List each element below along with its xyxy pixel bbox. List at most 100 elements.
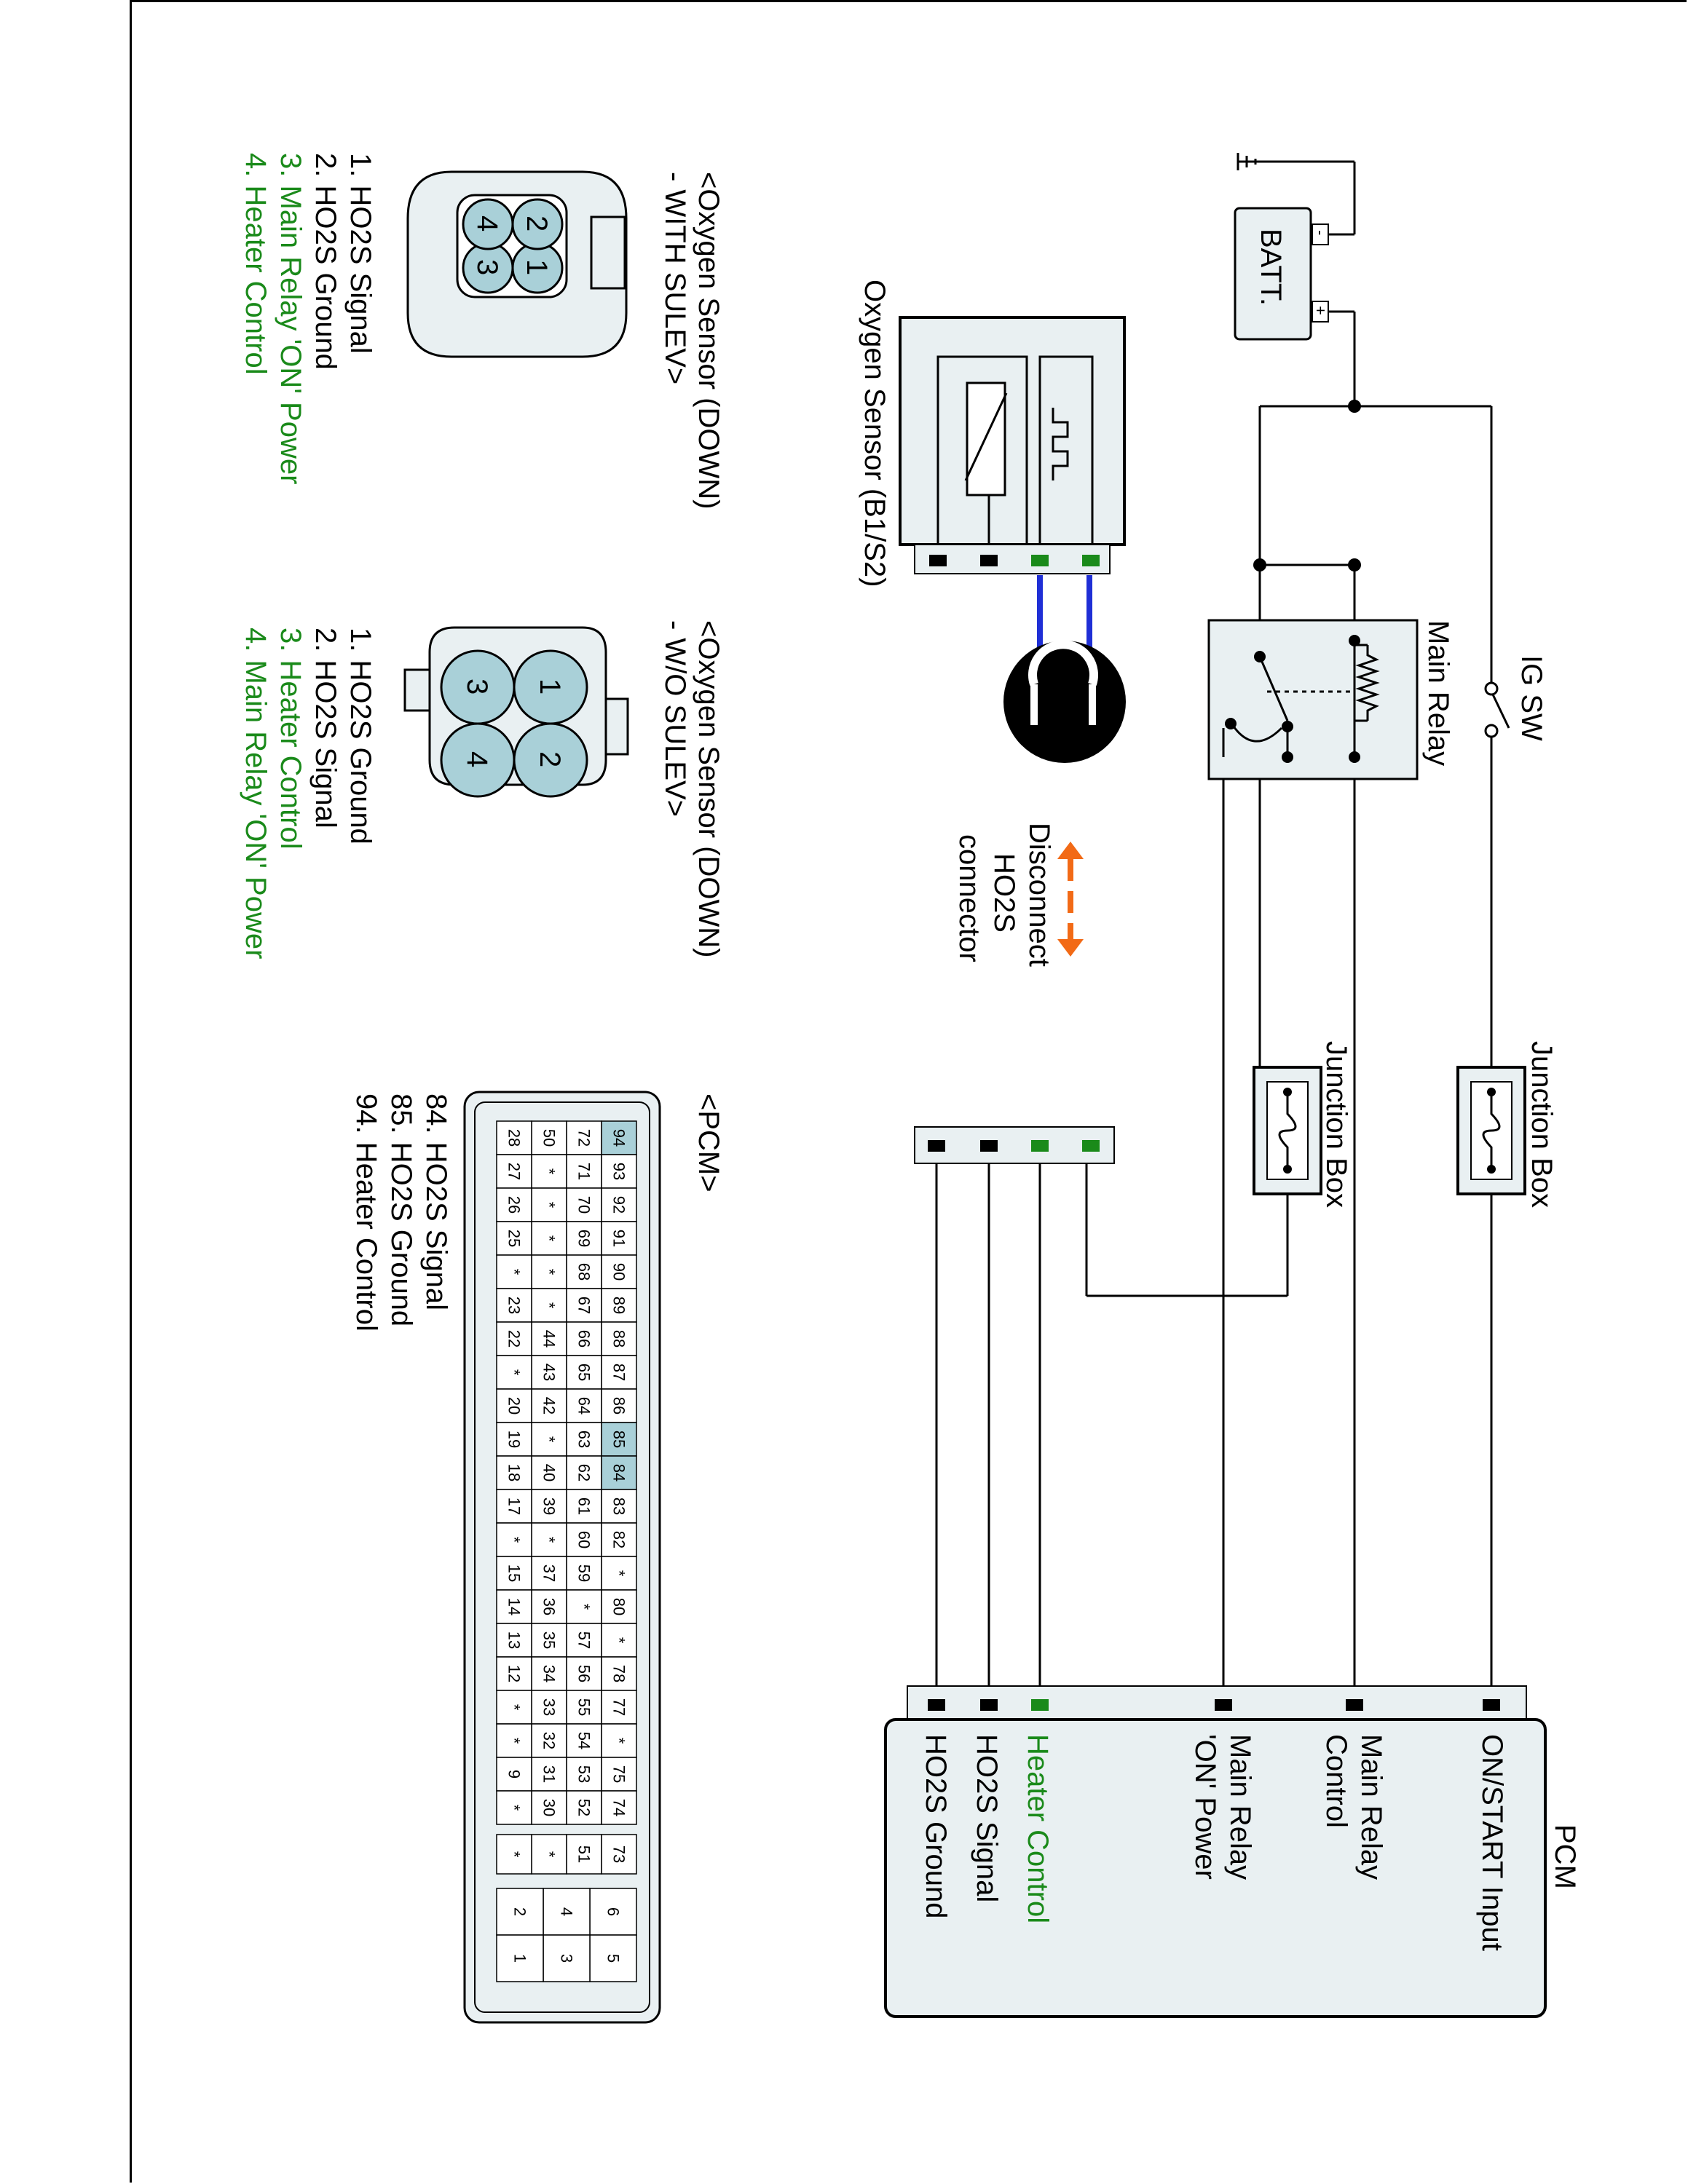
pcm-pin-label: 22: [505, 1330, 524, 1348]
pcm-pin-label: 37: [540, 1564, 559, 1582]
pcm-pin-cell: [566, 1355, 602, 1390]
pcm-pin-label: 65: [575, 1364, 593, 1381]
pcm-pin-cell: [496, 1221, 532, 1256]
pcm-pin-cell: [601, 1834, 637, 1875]
pcm-pin-label: 40: [540, 1464, 559, 1481]
pcm-pin-cell: [531, 1355, 567, 1390]
pcm-pin-cell: [566, 1154, 602, 1189]
pcm-pin-label: 60: [575, 1531, 593, 1548]
pcm-pin-label: 57: [575, 1631, 593, 1649]
pcm-pin-cell: [531, 1154, 567, 1189]
pcm-pin-label: 5: [604, 1954, 623, 1963]
with-sulev-pin-3: 3: [471, 259, 503, 275]
pcm-pin-ho2s-ground: HO2S Ground: [920, 1734, 952, 1918]
pcm-pin-cell: [566, 1790, 602, 1825]
intermediate-connector: [914, 1126, 1115, 1164]
pcm-pin-cell: [496, 1934, 544, 1982]
pcm-pin-label: 20: [505, 1397, 524, 1415]
pcm-pin-cell: [496, 1690, 532, 1725]
pcm-pin-label: 9: [505, 1770, 524, 1779]
pcm-pin-label: 12: [505, 1665, 524, 1682]
pcm-pin-label: 69: [575, 1230, 593, 1247]
pcm-pin-cell: [566, 1589, 602, 1624]
pcm-pin-label: 61: [575, 1497, 593, 1515]
pcm-box: [884, 1685, 1547, 2018]
pcm-pin-cell: [601, 1623, 637, 1658]
pcm-pin-label: 43: [540, 1364, 559, 1381]
oxygen-sensor-label: Oxygen Sensor (B1/S2): [859, 280, 891, 587]
pcm-pin-label: *: [505, 1738, 524, 1744]
pcm-pin-cell: [601, 1187, 637, 1222]
pcm-pin-label: 56: [575, 1665, 593, 1682]
pcm-pin-cell: [601, 1522, 637, 1557]
pcm-pin-label: 94: [610, 1129, 628, 1147]
pcm-pin-cell: [496, 1834, 532, 1875]
pcm-pin-cell: [496, 1522, 532, 1557]
with-sulev-connector: 1 2 3 4: [406, 170, 628, 358]
pcm-pin-main-relay-on-2: 'ON' Power: [1189, 1734, 1221, 1880]
pcm-pin-label: 35: [540, 1631, 559, 1649]
pcm-pin-label: *: [610, 1637, 628, 1644]
main-relay-label: Main Relay: [1422, 620, 1454, 766]
battery-label: BATT.: [1255, 229, 1287, 306]
pcm-pin-on-start: ON/START Input: [1476, 1734, 1508, 1951]
disconnect-line-3: connector: [953, 834, 985, 962]
wo-sulev-pin-4: 4: [461, 751, 493, 767]
pcm-pin-cell: [601, 1388, 637, 1423]
pcm-pin-label: *: [540, 1851, 559, 1858]
pcm-pin-label: *: [505, 1851, 524, 1858]
pcm-pin-label: 78: [610, 1665, 628, 1682]
pcm-pin-label: 71: [575, 1163, 593, 1180]
pcm-pin-label: 32: [540, 1732, 559, 1749]
pcm-pin-cell: [589, 1934, 637, 1982]
pcm-pin-cell: [566, 1834, 602, 1875]
pcm-pin-label: 27: [505, 1163, 524, 1180]
pcm-pin-label: 54: [575, 1732, 593, 1749]
pcm-pin-label: 90: [610, 1263, 628, 1281]
pcm-pin-label: *: [540, 1436, 559, 1443]
with-sulev-legend-1: 1. HO2S Signal: [344, 153, 376, 354]
main-relay: [1207, 619, 1419, 780]
pcm-pin-cell: [601, 1321, 637, 1356]
battery: BATT. - +: [1234, 207, 1330, 341]
pcm-title: PCM: [1549, 1824, 1581, 1889]
disconnect-arrow: [1057, 842, 1084, 957]
with-sulev-pin-4: 4: [471, 215, 503, 232]
pcm-pin-label: 14: [505, 1598, 524, 1615]
pcm-pin-cell: [531, 1388, 567, 1423]
pcm-pin-cell: [531, 1187, 567, 1222]
disconnect-line-2: HO2S: [988, 853, 1020, 933]
pcm-pin-label: 63: [575, 1431, 593, 1448]
pcm-pin-cell: [543, 1888, 591, 1936]
pcm-pin-label: 59: [575, 1564, 593, 1582]
pcm-pin-label: 52: [575, 1799, 593, 1816]
wo-sulev-pin-2: 2: [534, 751, 566, 767]
pcm-pin-label: 39: [540, 1497, 559, 1515]
pcm-pin-label: 51: [575, 1845, 593, 1863]
pcm-pin-label: 36: [540, 1598, 559, 1615]
pcm-pin-label: 73: [610, 1845, 628, 1863]
pcm-pin-cell: [496, 1321, 532, 1356]
pcm-pin-label: 19: [505, 1431, 524, 1448]
pcm-legend-3: 94. Heater Control: [350, 1093, 382, 1332]
pcm-pin-label: 31: [540, 1765, 559, 1783]
pcm-pin-label: *: [540, 1168, 559, 1175]
pcm-pin-label: 72: [575, 1129, 593, 1147]
pcm-pin-label: 83: [610, 1497, 628, 1515]
pcm-pin-label: 67: [575, 1297, 593, 1314]
junction-box-1: [1456, 1066, 1526, 1195]
disconnect-line-1: Disconnect: [1023, 823, 1055, 967]
pcm-pin-cell: [601, 1288, 637, 1323]
wo-sulev-legend-3: 3. Heater Control: [275, 628, 307, 850]
pcm-pin-cell: [601, 1790, 637, 1825]
pcm-pin-label: *: [505, 1805, 524, 1811]
pcm-connector-title: <PCM>: [693, 1093, 725, 1192]
battery-plus: +: [1312, 306, 1330, 315]
with-sulev-title-2: - WITH SULEV>: [659, 172, 691, 384]
pcm-pin-label: 64: [575, 1397, 593, 1415]
pcm-pin-label: 62: [575, 1464, 593, 1481]
pcm-pin-label: 70: [575, 1196, 593, 1214]
pcm-pin-label: 26: [505, 1196, 524, 1214]
pcm-pin-cell: [496, 1757, 532, 1792]
wo-sulev-connector: 1 2 3 4: [403, 626, 629, 798]
